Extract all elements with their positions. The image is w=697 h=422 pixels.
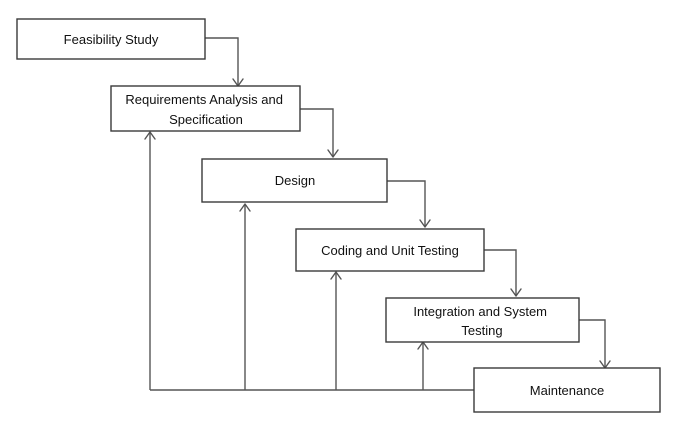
feedback-connectors: [144, 131, 474, 391]
phase-requirements-box: [110, 85, 301, 132]
arrowhead-integration: [510, 288, 522, 297]
phase-design-label: Design: [275, 173, 315, 188]
phase-coding-box: [295, 228, 485, 272]
phase-design: Design: [201, 158, 388, 203]
phase-feasibility-label: Feasibility Study: [64, 32, 159, 47]
phase-coding-label: Coding and Unit Testing: [321, 243, 459, 258]
phase-maintenance-label-line-1: Maintenance: [530, 383, 604, 398]
feedback-arrowhead-design: [239, 203, 251, 212]
phase-integration-label-line-1: Integration and System: [413, 304, 547, 319]
phase-maintenance: Maintenance: [473, 367, 661, 413]
phase-maintenance-label: Maintenance: [530, 383, 604, 398]
phase-requirements-label-line-2: Specification: [169, 112, 243, 127]
phase-design-label-line-1: Design: [275, 173, 315, 188]
arrowhead-design: [327, 149, 339, 158]
phase-feasibility-box: [16, 18, 206, 60]
connector-design-to-coding: [387, 180, 426, 227]
phase-requirements-label: Requirements Analysis and Specification: [125, 92, 286, 127]
connector-coding-to-integration: [484, 249, 517, 296]
phase-maintenance-box: [473, 367, 661, 413]
phase-integration-box: [385, 297, 580, 343]
phase-design-box: [201, 158, 388, 203]
connector-integration-to-maintenance: [579, 319, 606, 368]
arrowhead-coding: [419, 219, 431, 228]
phase-requirements: Requirements Analysis and Specification: [110, 85, 301, 132]
phase-feasibility-label-line-1: Feasibility Study: [64, 32, 159, 47]
phase-integration: Integration and System Testing: [385, 297, 580, 343]
phase-integration-label-line-2: Testing: [461, 323, 502, 338]
feedback-arrowhead-requirements: [144, 131, 156, 140]
phase-integration-label: Integration and System Testing: [413, 304, 550, 338]
phase-coding: Coding and Unit Testing: [295, 228, 485, 272]
phase-feasibility: Feasibility Study: [16, 18, 206, 60]
phase-requirements-label-line-1: Requirements Analysis and: [125, 92, 283, 107]
connector-requirements-to-design: [300, 108, 334, 157]
feedback-arrowhead-coding: [330, 271, 342, 280]
connector-feasibility-to-requirements: [205, 37, 239, 86]
forward-connectors: [205, 37, 611, 369]
phase-coding-label-line-1: Coding and Unit Testing: [321, 243, 459, 258]
